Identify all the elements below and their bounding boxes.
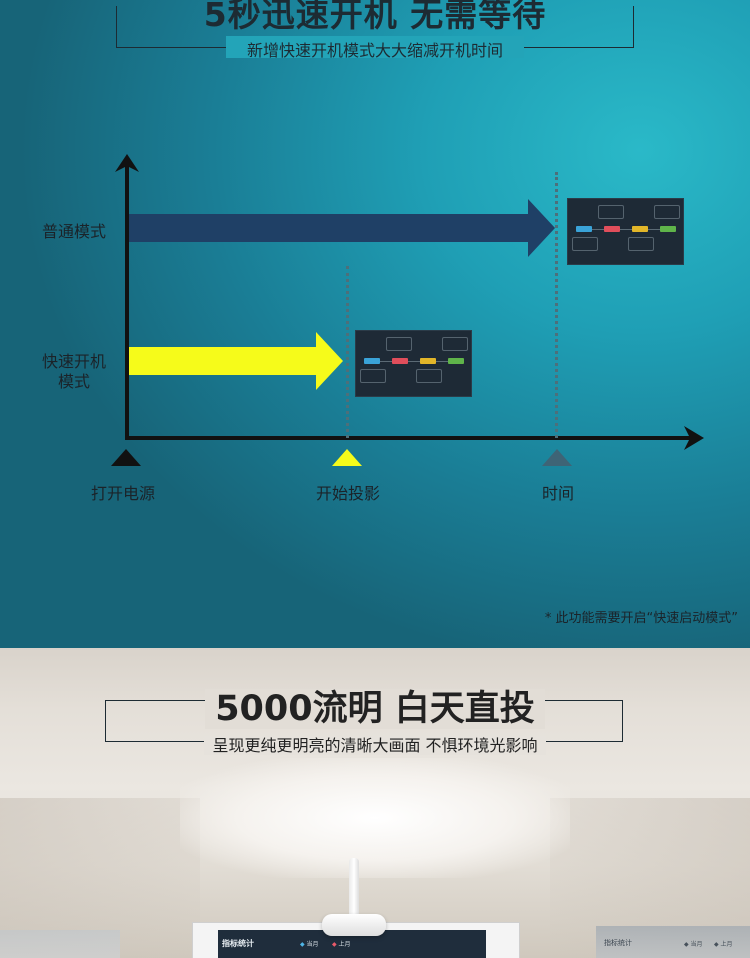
fast-mode-screen-thumbnail	[355, 330, 472, 397]
screen-title: 指标统计	[222, 939, 254, 948]
start-projection-label: 开始投影	[315, 484, 380, 503]
right-panel-title: 指标统计	[604, 939, 632, 947]
brightness-section: 5000流明 白天直投 呈现更纯更明亮的清晰大画面 不惧环境光影响 指标统计 ◆…	[0, 648, 750, 958]
screen-legend-current: ◆ 当月	[300, 941, 319, 948]
time-label: 时间	[541, 484, 574, 503]
ceiling-light	[180, 758, 570, 878]
fast-boot-section: 5秒迅速开机 无需等待 新增快速开机模式大大缩减开机时间	[0, 0, 750, 648]
time-marker	[542, 449, 572, 466]
footnote: * 此功能需要开启“快速启动模式”	[544, 611, 738, 626]
section-title: 5秒迅速开机 无需等待	[203, 0, 547, 34]
right-display-panel	[596, 926, 750, 958]
projector-mount	[349, 858, 359, 926]
normal-mode-label: 普通模式	[41, 222, 106, 241]
screen-legend-previous: ◆ 上月	[332, 941, 351, 948]
normal-mode-screen-thumbnail	[567, 198, 684, 265]
subtitle-mask	[226, 36, 524, 58]
y-axis-arrowhead	[115, 154, 139, 172]
fast-mode-arrow	[129, 332, 343, 390]
start-projection-marker	[332, 449, 362, 466]
fast-mode-label-line2: 模式	[57, 372, 90, 391]
normal-mode-arrow	[129, 199, 555, 257]
right-panel-legend-current: ◆ 当月	[684, 941, 703, 948]
right-panel-legend-previous: ◆ 上月	[714, 941, 733, 948]
section-subtitle: 呈现更纯更明亮的清晰大画面 不惧环境光影响	[0, 732, 750, 756]
normal-mode-guide-line	[555, 172, 558, 438]
x-axis-arrowhead	[684, 426, 704, 450]
section-title: 5000流明 白天直投	[0, 680, 750, 731]
projector-icon	[322, 914, 386, 936]
fast-mode-guide-line	[346, 266, 349, 438]
left-display-panel	[0, 930, 120, 958]
section-subtitle: 新增快速开机模式大大缩减开机时间	[246, 41, 503, 60]
boot-time-chart	[111, 154, 704, 466]
power-on-label: 打开电源	[90, 484, 155, 503]
power-on-marker	[111, 449, 141, 466]
fast-mode-label-line1: 快速开机	[41, 352, 106, 371]
